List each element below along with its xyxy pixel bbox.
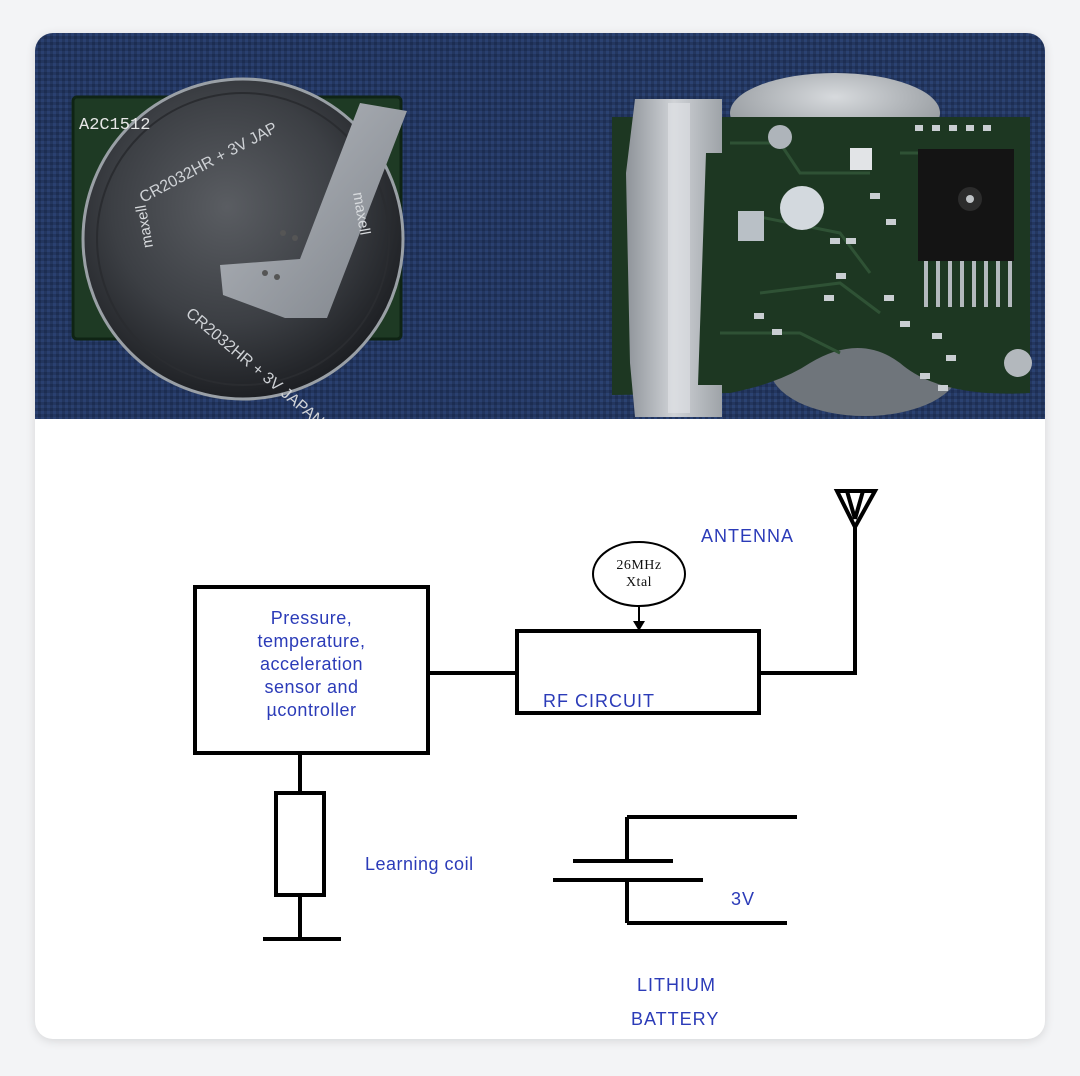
sensor-block-label: Pressure, temperature, acceleration sens… xyxy=(197,607,426,722)
block-diagram: ANTENNA 26MHz Xtal Pressure, temperature… xyxy=(35,419,1045,1039)
learning-coil-symbol xyxy=(274,791,326,897)
photo-strip: A2C1512 CR2032HR + 3V JAP maxell maxell … xyxy=(35,33,1045,419)
xtal-label: 26MHz Xtal xyxy=(593,557,685,591)
sensor-label-line2: temperature, xyxy=(257,631,366,651)
pcb-photo-image xyxy=(540,33,1045,419)
figure-card: A2C1512 CR2032HR + 3V JAP maxell maxell … xyxy=(35,33,1045,1039)
sensor-label-line1: Pressure, xyxy=(270,608,353,628)
board-marking: A2C1512 xyxy=(79,116,150,135)
battery-label-line1: LITHIUM xyxy=(637,975,716,995)
sensor-label-line3: acceleration xyxy=(259,654,364,674)
rf-block-label: RF CIRCUIT xyxy=(543,691,655,711)
battery-photo: A2C1512 CR2032HR + 3V JAP maxell maxell … xyxy=(35,33,540,419)
antenna-symbol xyxy=(833,489,879,528)
battery-label-line2: BATTERY xyxy=(631,1009,720,1029)
battery-voltage-label: 3V xyxy=(731,889,756,909)
xtal-label-line2: Xtal xyxy=(625,575,653,590)
sensor-block-outline xyxy=(193,585,430,755)
pcb-photo xyxy=(540,33,1045,419)
battery-tab xyxy=(220,103,407,318)
xtal-label-line1: 26MHz xyxy=(616,558,662,573)
antenna-label: ANTENNA xyxy=(701,526,795,546)
sensor-label-line4: sensor and xyxy=(264,677,359,697)
battery-photo-image: A2C1512 CR2032HR + 3V JAP maxell maxell … xyxy=(35,33,540,419)
coin-cell-battery xyxy=(83,79,403,399)
xtal-arrow xyxy=(633,621,645,631)
learning-coil-label: Learning coil xyxy=(365,854,474,874)
diagram-wires xyxy=(193,489,879,941)
sensor-label-line5: µcontroller xyxy=(266,700,357,720)
rf-antenna-wire xyxy=(759,527,857,675)
